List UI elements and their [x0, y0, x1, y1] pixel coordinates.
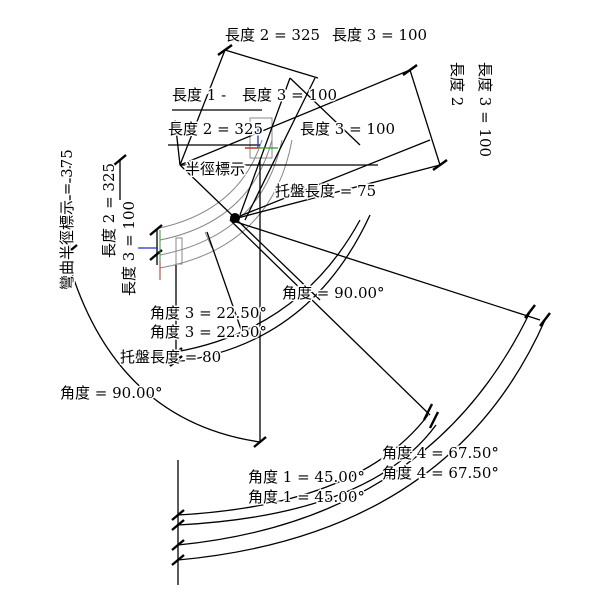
label-angle4-b: 角度 4 = 67.50° — [382, 464, 499, 482]
label-tray-length-inner: 托盤長度 = 75 — [275, 182, 376, 200]
label-length3-mid: 長度 3 = 100 — [242, 86, 337, 104]
label-angle3-b: 角度 3 = 22.50° — [150, 323, 267, 341]
label-bend-radius: 彎曲半徑標示 = 375 — [58, 149, 76, 290]
label-length3-side: 長度 3 = 100 — [120, 201, 138, 296]
label-length2-top: 長度 2 = 325 — [225, 26, 320, 44]
dimension-lines — [69, 49, 541, 585]
label-angle4-a: 角度 4 = 67.50° — [382, 444, 499, 462]
label-angle1-a: 角度 1 = 45.00° — [248, 468, 365, 486]
label-angle90-b: 角度 = 90.00° — [60, 384, 163, 402]
label-length3-right: 長度 3 = 100 — [476, 62, 494, 157]
label-angle3-a: 角度 3 = 22.50° — [150, 304, 267, 322]
label-length2-right: 長度 2 — [448, 62, 466, 106]
label-length3-diag: 長度 3 = 100 — [300, 120, 395, 138]
label-length2-left: 長度 2 = 325 — [168, 120, 263, 138]
angle-dimension-arcs — [64, 214, 546, 561]
tray-body — [159, 117, 293, 269]
label-angle1-b: 角度 1 = 45.00° — [248, 488, 365, 506]
label-length1: 長度 1 - — [172, 86, 226, 104]
label-length2-side: 長度 2 = 325 — [100, 163, 118, 258]
dimension-labels: 長度 2 = 325 長度 3 = 100 長度 1 - 長度 3 = 100 … — [57, 25, 501, 508]
axis-gizmo-top — [245, 125, 278, 149]
label-angle90-a: 角度 = 90.00° — [282, 284, 385, 302]
axis-gizmo-left — [138, 230, 161, 280]
label-tray-length: 托盤長度 = 80 — [120, 348, 221, 366]
label-length3-top: 長度 3 = 100 — [332, 26, 427, 44]
label-bend-radius-inner: 半徑標示 — [185, 160, 245, 178]
